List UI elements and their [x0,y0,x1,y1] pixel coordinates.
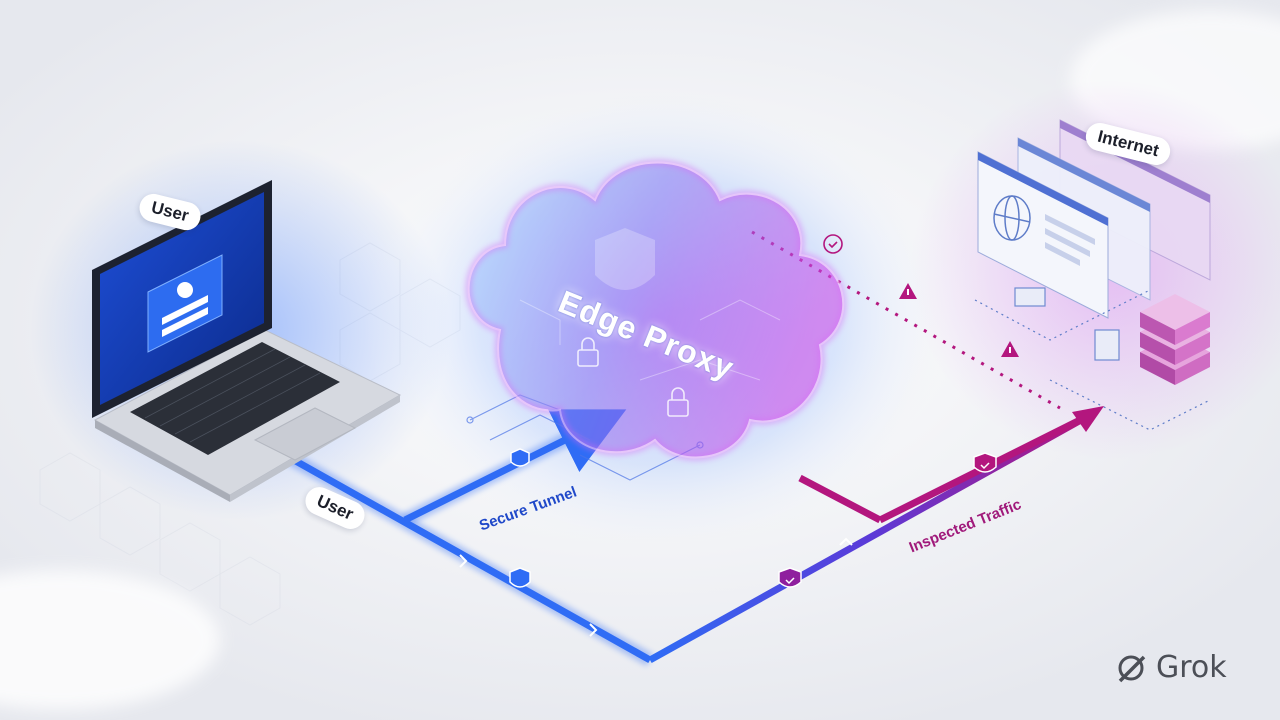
shield-icon [778,567,802,588]
blue-path-lower [283,451,652,664]
inspected-arrow-head [1072,406,1104,432]
dotted-link [751,230,1061,410]
shield-icon [973,452,997,473]
traffic-paths [281,230,1104,667]
secure-tunnel-path [403,409,627,524]
lock-icon [577,337,599,367]
lock-icon [667,387,689,417]
laptop-icon [92,180,402,502]
mist-cloud [0,570,220,710]
warning-icon [1001,341,1019,357]
login-form-icon [147,254,223,353]
bottom-return-path [648,411,1092,664]
watermark-text: Grok [1156,650,1227,685]
warning-icon [899,283,917,299]
shield-icon [510,448,530,467]
path-badges [509,234,1019,588]
shield-icon [595,228,655,290]
browser-window-icon [977,119,1211,319]
check-icon [823,234,843,254]
cloud-icon [465,159,847,461]
shield-icon [509,567,531,588]
globe-icon [993,195,1031,241]
internet-connectors [974,287,1211,431]
grok-logo-icon [1118,655,1146,682]
grok-watermark: Grok [1114,650,1227,685]
server-stack-icon [1140,294,1210,385]
proxy-exit-path [798,474,882,524]
